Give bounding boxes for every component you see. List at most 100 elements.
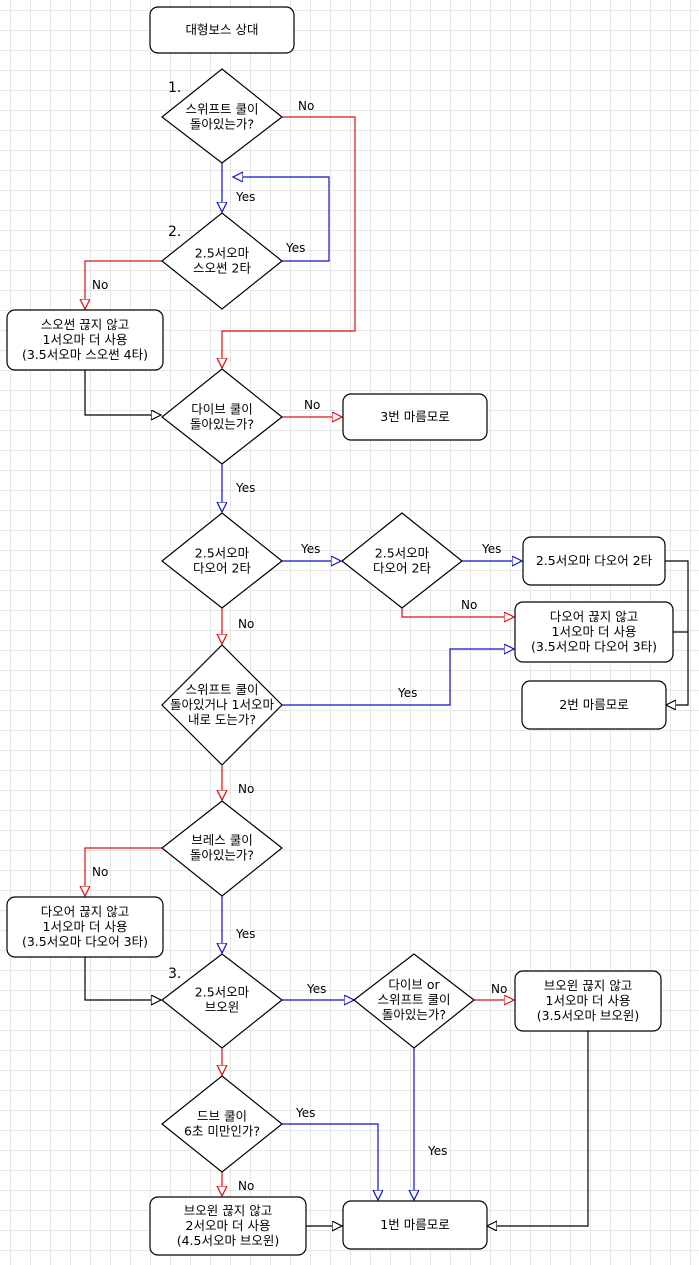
node-label-line: 돌아있는가?	[382, 1007, 446, 1022]
node-label-line: (3.5서오마 다오어 3타)	[531, 639, 657, 654]
node-label-line: 스위프트 쿨이	[186, 682, 259, 697]
edge-label: Yes	[427, 1144, 447, 1158]
node-label-line: 1서오마 더 사용	[43, 332, 128, 347]
edges	[84, 116, 689, 1226]
node-label-line: 다오어 2타	[373, 561, 431, 576]
edge-label: No	[304, 398, 320, 412]
node-label-line: 스오썬 2타	[193, 261, 251, 276]
node-label-line: 내로 도는가?	[188, 712, 256, 727]
edge-label: No	[238, 617, 254, 631]
node-label-line: 3번 마름모로	[380, 409, 449, 424]
edge-d2-no	[85, 260, 162, 309]
node-label-line: 1서오마 더 사용	[552, 624, 637, 639]
edge-breath-no	[85, 847, 162, 896]
node-label-line: 2서오마 더 사용	[186, 1218, 271, 1233]
edge-label: Yes	[300, 542, 320, 556]
node-label-line: 다오어 2타	[193, 561, 251, 576]
node-label-line: 드브 쿨이	[197, 1109, 247, 1124]
node-label-line: 돌아있는가?	[190, 848, 254, 863]
node-label-line: 다오어 끊지 않고	[41, 904, 129, 919]
node-label-line: 2.5서오마	[375, 546, 430, 561]
edge-label: No	[238, 782, 254, 796]
edge-swift2-yes	[282, 649, 514, 706]
svg-text:2.5서오마 다오어 2타: 2.5서오마 다오어 2타	[536, 553, 653, 568]
node-label-line: (3.5서오마 브오윈)	[537, 1008, 640, 1023]
node-label-line: 브오윈 끊지 않고	[544, 978, 632, 993]
node-label-line: 1서오마 더 사용	[43, 919, 128, 934]
node-label-line: 2.5서오마	[195, 546, 250, 561]
node-label-line: 2.5서오마	[195, 246, 250, 261]
edge-label: No	[238, 1179, 254, 1193]
box-go-diamond-3[interactable]: 3번 마름모로	[342, 393, 488, 441]
step-marker-2: 2.	[168, 224, 181, 240]
edge-sos-to-dive	[84, 370, 161, 415]
node-label-line: 2.5서오마	[195, 985, 250, 1000]
node-label-line: 2.5서오마 다오어 2타	[536, 553, 653, 568]
edge-label: No	[92, 278, 108, 292]
svg-text:1번 마름모로: 1번 마름모로	[380, 1217, 449, 1232]
node-label-line: 스위프트 쿨이	[378, 992, 451, 1007]
node-label-line: 돌아있는가?	[190, 117, 254, 132]
node-label-line: (3.5서오마 다오어 3타)	[22, 934, 148, 949]
node-label-line: 스위프트 쿨이	[186, 102, 259, 117]
edge-label: No	[461, 598, 477, 612]
step-marker-1: 1.	[168, 80, 181, 96]
box-dao-2hit[interactable]: 2.5서오마 다오어 2타	[522, 536, 666, 586]
node-label-line: 브레스 쿨이	[191, 833, 252, 848]
node-label-line: 대형보스 상대	[186, 22, 259, 37]
node-label-line: 스오썬 끊지 않고	[41, 317, 129, 332]
start-node[interactable]: 대형보스 상대	[149, 6, 295, 54]
edge-dao2-no	[401, 608, 514, 617]
svg-text:3번 마름모로: 3번 마름모로	[380, 409, 449, 424]
edge-d2-yes	[233, 177, 330, 262]
node-label-line: 브오윈	[205, 1000, 240, 1015]
edge-label: Yes	[481, 542, 501, 556]
node-label-line: 돌아있는가?	[190, 417, 254, 432]
edge-label: Yes	[306, 982, 326, 996]
edge-label: No	[491, 982, 507, 996]
box-go-diamond-2[interactable]: 2번 마름모로	[521, 680, 667, 730]
node-label-line: 돌아있거나 1서오마	[170, 697, 274, 712]
node-label-line: 브오윈 끊지 않고	[184, 1203, 272, 1218]
edge-labels: No Yes Yes No No Yes Yes Yes No No Yes N…	[92, 99, 507, 1193]
box-go-diamond-1[interactable]: 1번 마름모로	[342, 1200, 488, 1250]
edge-dao2box-to-rune2	[665, 560, 689, 705]
node-label-line: 다오어 끊지 않고	[550, 609, 638, 624]
node-label-line: (4.5서오마 브오윈)	[177, 1233, 280, 1248]
svg-text:대형보스 상대: 대형보스 상대	[186, 22, 259, 37]
edge-d1-no	[222, 116, 356, 368]
edge-label: Yes	[397, 686, 417, 700]
edge-label: Yes	[235, 927, 255, 941]
edge-db-yes	[282, 1123, 378, 1200]
